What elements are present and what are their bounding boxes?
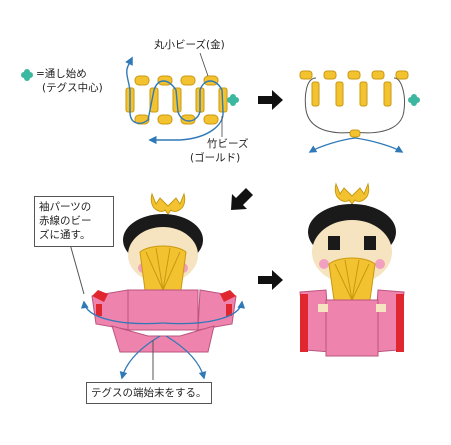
legend-marker-icon xyxy=(21,69,33,81)
start-marker-icon xyxy=(227,94,239,106)
sleeve-callout-line3: ズに通す。 xyxy=(39,229,91,242)
step-arrow-icon-2 xyxy=(258,270,283,290)
sleeve-callout-line1: 袖パーツの xyxy=(39,201,92,213)
step3-doll xyxy=(69,192,246,380)
sleeve-callout-line2: 赤線のビー xyxy=(39,215,92,228)
bottom-callout: テグスの端始末をする。 xyxy=(86,382,212,405)
bottom-callout-text: テグスの端始末をする。 xyxy=(91,387,207,399)
step1-bead-diagram xyxy=(125,52,239,145)
step-arrow-diagonal-icon xyxy=(231,188,253,210)
step-arrow-icon xyxy=(258,90,283,110)
legend-marker-label: =通し始め xyxy=(36,68,87,80)
round-bead-label: 丸小ビーズ(金) xyxy=(154,39,225,51)
legend-marker-sub: (テグス中心) xyxy=(42,82,103,94)
sleeve-callout: 袖パーツの 赤線のビー ズに通す。 xyxy=(34,196,114,247)
bamboo-bead-label-2: (ゴールド) xyxy=(190,152,241,164)
step4-doll xyxy=(299,182,405,357)
bamboo-bead-label-1: 竹ビーズ xyxy=(207,138,249,150)
step2-bead-diagram xyxy=(299,70,420,153)
